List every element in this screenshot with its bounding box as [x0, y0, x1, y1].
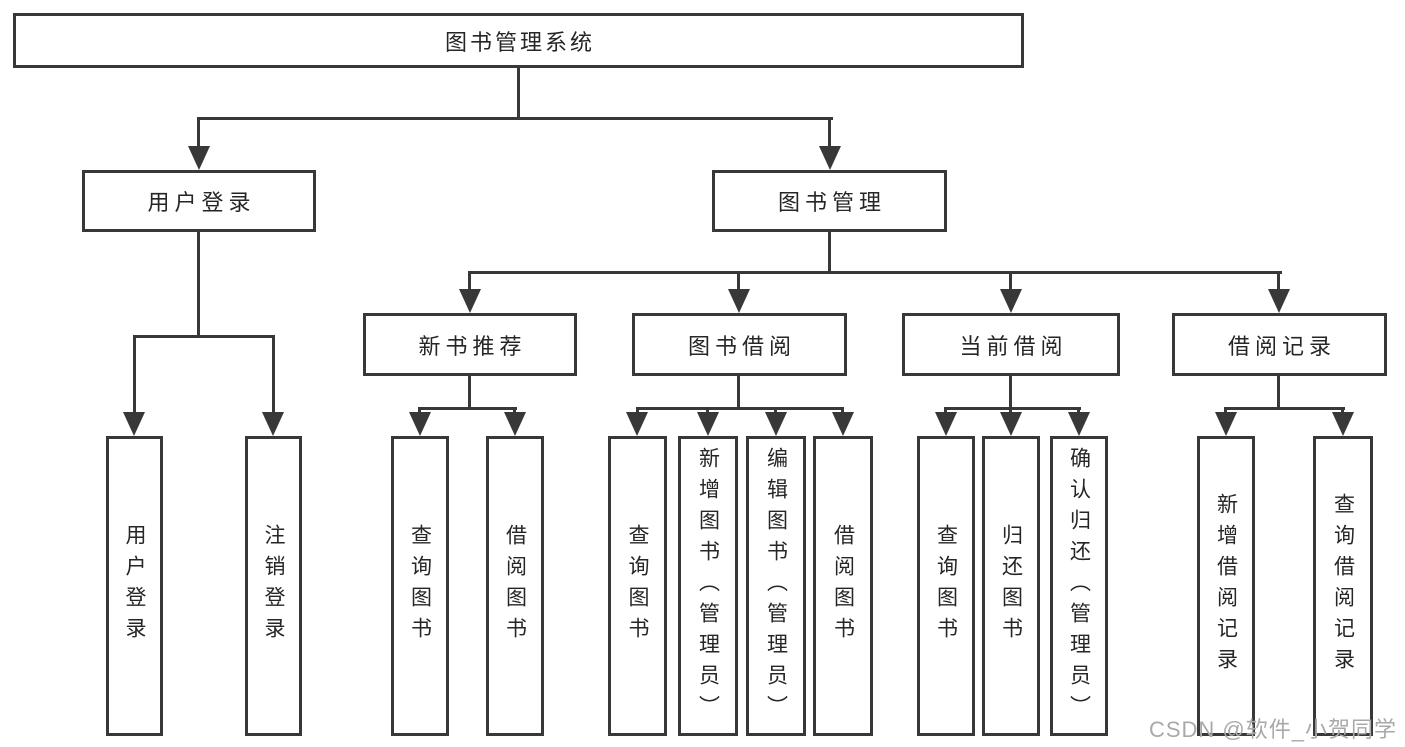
arrowhead-down-icon [504, 412, 526, 436]
connector-line [1009, 271, 1012, 291]
arrowhead-down-icon [697, 412, 719, 436]
arrowhead-down-icon [626, 412, 648, 436]
arrowhead-down-icon [935, 412, 957, 436]
connector-line [197, 232, 200, 337]
leaf-current-query-books: 查询图书 [917, 436, 975, 736]
connector-line [513, 407, 516, 415]
arrowhead-down-icon [1332, 412, 1354, 436]
connector-line [418, 407, 517, 410]
connector-line [636, 407, 844, 410]
leaf-records-add-record: 新增借阅记录 [1197, 436, 1255, 736]
connector-line [197, 117, 200, 149]
connector-line [828, 117, 831, 149]
leaf-borrow-query-books: 查询图书 [608, 436, 667, 736]
connector-line [1224, 407, 1345, 410]
arrowhead-down-icon [1068, 412, 1090, 436]
arrowhead-down-icon [1268, 289, 1290, 313]
connector-line [1277, 376, 1280, 409]
leaf-borrow-add-books-admin: 新增图书（管理员） [678, 436, 738, 736]
connector-line [737, 376, 740, 409]
leaf-newbook-query-books: 查询图书 [391, 436, 449, 736]
arrowhead-down-icon [765, 412, 787, 436]
connector-line [828, 232, 831, 273]
leaf-user-login: 用户登录 [106, 436, 163, 736]
connector-line [517, 68, 520, 120]
connector-line [774, 407, 777, 415]
connector-line [737, 271, 740, 291]
leaf-records-query-record: 查询借阅记录 [1313, 436, 1373, 736]
connector-line [468, 376, 471, 409]
arrowhead-down-icon [1000, 289, 1022, 313]
node-current-borrowing: 当前借阅 [902, 313, 1120, 376]
connector-line [1077, 407, 1080, 415]
leaf-newbook-borrow-books: 借阅图书 [486, 436, 544, 736]
connector-line [272, 335, 275, 414]
leaf-current-return-books: 归还图书 [982, 436, 1040, 736]
connector-line [944, 407, 1081, 410]
arrowhead-down-icon [459, 289, 481, 313]
arrowhead-down-icon [832, 412, 854, 436]
connector-line [197, 117, 833, 120]
connector-line [1341, 407, 1344, 415]
arrowhead-down-icon [1000, 412, 1022, 436]
leaf-current-confirm-return-admin: 确认归还（管理员） [1050, 436, 1108, 736]
node-user-login: 用户登录 [82, 170, 316, 232]
connector-line [841, 407, 844, 415]
arrowhead-down-icon [188, 146, 210, 170]
arrowhead-down-icon [819, 146, 841, 170]
arrowhead-down-icon [1215, 412, 1237, 436]
node-borrow-records: 借阅记录 [1172, 313, 1387, 376]
leaf-borrow-borrow-books: 借阅图书 [813, 436, 873, 736]
connector-line [636, 407, 639, 415]
watermark: CSDN @软件_小贺同学 [1148, 717, 1397, 742]
arrowhead-down-icon [262, 412, 284, 436]
connector-line [418, 407, 421, 415]
connector-line [1009, 407, 1012, 415]
connector-line [468, 271, 1282, 274]
arrowhead-down-icon [728, 289, 750, 313]
arrowhead-down-icon [123, 412, 145, 436]
connector-line [468, 271, 471, 291]
node-new-book-recommend: 新书推荐 [363, 313, 577, 376]
connector-line [1277, 271, 1280, 291]
connector-line [706, 407, 709, 415]
node-book-management: 图书管理 [712, 170, 947, 232]
connector-line [1009, 376, 1012, 409]
connector-line [944, 407, 947, 415]
connector-line [133, 335, 275, 338]
node-book-borrowing: 图书借阅 [632, 313, 847, 376]
leaf-logout: 注销登录 [245, 436, 302, 736]
arrowhead-down-icon [409, 412, 431, 436]
connector-line [1224, 407, 1227, 415]
connector-line [133, 335, 136, 414]
leaf-borrow-edit-books-admin: 编辑图书（管理员） [746, 436, 806, 736]
node-library-system: 图书管理系统 [13, 13, 1024, 68]
